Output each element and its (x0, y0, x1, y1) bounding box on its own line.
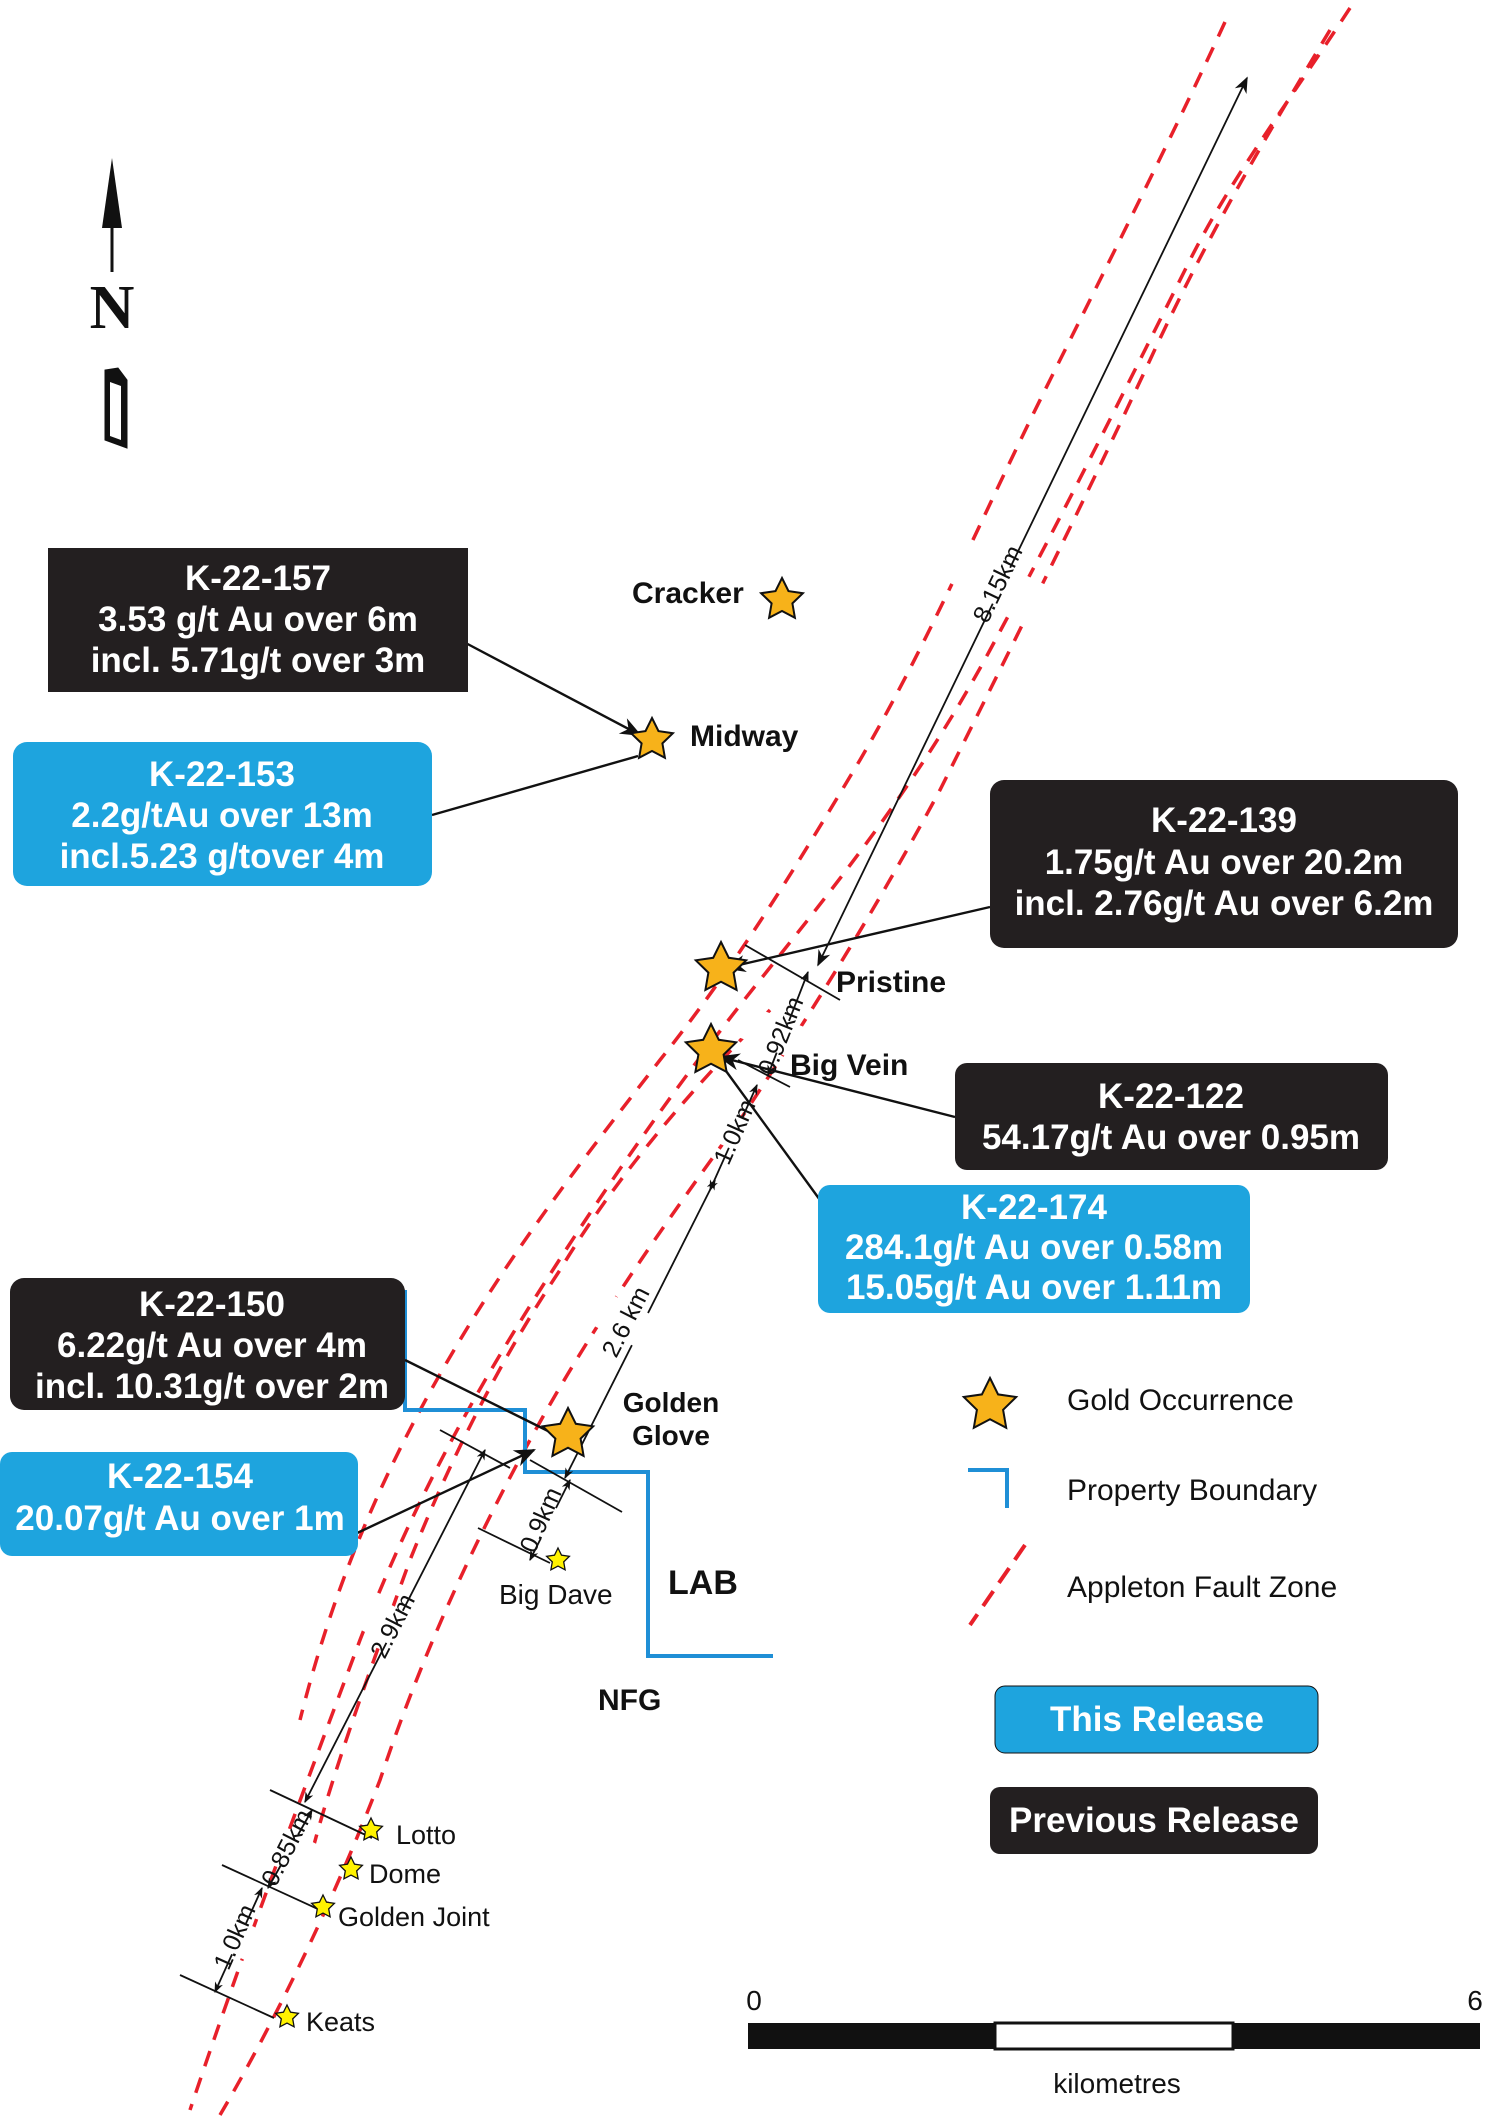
gold-occurrence-star-icon (758, 575, 806, 620)
leader-line (354, 1448, 536, 1536)
drill-hole-id: K-22-154 (107, 1457, 253, 1496)
occurrence-label: Cracker (632, 577, 744, 610)
occurrence-labels: Cracker Midway Pristine Big Vein Golden … (306, 577, 946, 2037)
occurrence-label: Golden Joint (338, 1902, 490, 1932)
drill-result-box-k22-122: K-22-122 54.17g/t Au over 0.95m (955, 1063, 1388, 1170)
drill-box-background (955, 1063, 1388, 1170)
small-star-icon (338, 1855, 364, 1880)
gold-occurrence-star-icon (628, 715, 676, 760)
legend-fault-icon (968, 1543, 1027, 1627)
gold-occurrence-star-icon (540, 1405, 596, 1458)
scale-bar-segment (993, 2021, 1235, 2051)
occurrence-label: Golden (623, 1387, 719, 1418)
drill-box-background (0, 1452, 358, 1556)
occurrence-label: Midway (690, 720, 799, 753)
scale-bar-unit: kilometres (1053, 2068, 1181, 2099)
small-star-icon (274, 2003, 300, 2028)
north-arrow-head (102, 158, 122, 228)
drill-hole-id: K-22-153 (149, 755, 295, 794)
legend-label: Property Boundary (1067, 1474, 1317, 1507)
drill-result-line: 284.1g/t Au over 0.58m (845, 1228, 1223, 1267)
legend-previous-release-swatch (990, 1787, 1318, 1854)
drill-hole-id: K-22-157 (185, 559, 331, 598)
occurrence-label: Pristine (836, 966, 946, 999)
legend-this-release-swatch (994, 1685, 1319, 1754)
occurrence-label: Dome (369, 1859, 441, 1889)
distance-arrow (817, 76, 1248, 967)
drill-result-line: 54.17g/t Au over 0.95m (982, 1118, 1360, 1157)
measurement-lines: 8.15km 0.92km 1.0km 2.6 km 0.9km 2.9km 0… (179, 76, 1248, 2019)
drill-box-background (10, 1278, 405, 1410)
drill-result-box-k22-157: K-22-157 3.53 g/t Au over 6m incl. 5.71g… (48, 548, 468, 692)
gold-occurrences (274, 575, 806, 2028)
drill-result-line: 15.05g/t Au over 1.11m (846, 1268, 1222, 1307)
property-boundary (403, 1290, 773, 1658)
north-label: N (90, 274, 135, 342)
drill-hole-id: K-22-150 (139, 1285, 285, 1324)
scale-bar: 0 6 kilometres (746, 1985, 1483, 2099)
scale-bar-max-label: 6 (1467, 1985, 1483, 2016)
legend-this-release-label: This Release (1050, 1700, 1264, 1739)
drill-result-box-k22-139: K-22-139 1.75g/t Au over 20.2m incl. 2.7… (990, 780, 1458, 948)
drill-result-line: 20.07g/t Au over 1m (15, 1499, 344, 1538)
occurrence-label: Lotto (396, 1820, 456, 1850)
legend-label: Gold Occurrence (1067, 1384, 1294, 1417)
north-arrow: N (90, 158, 135, 449)
small-star-icon (358, 1816, 384, 1841)
drill-hole-id: K-22-174 (961, 1188, 1107, 1227)
gold-occurrence-star-icon (683, 1021, 739, 1074)
leader-lines (354, 638, 991, 1536)
small-star-icon (545, 1546, 571, 1571)
region-label-nfg: NFG (598, 1684, 661, 1717)
legend-boundary-icon (968, 1468, 1009, 1508)
occurrence-label: Keats (306, 2007, 375, 2037)
boundary-line (403, 1290, 773, 1658)
drill-hole-id: K-22-139 (1151, 801, 1297, 840)
legend-label: Appleton Fault Zone (1067, 1571, 1337, 1604)
drill-result-line: 2.2g/tAu over 13m (71, 796, 373, 835)
legend-gold-star-icon (961, 1375, 1019, 1430)
occurrence-label: Glove (632, 1420, 710, 1451)
drill-result-line: incl. 5.71g/t over 3m (91, 641, 426, 680)
scale-bar-min-label: 0 (746, 1985, 762, 2016)
leader-line (717, 1059, 821, 1201)
drill-box-background (48, 548, 468, 692)
leader-line (723, 905, 991, 973)
drill-result-box-k22-154: K-22-154 20.07g/t Au over 1m (0, 1452, 358, 1556)
leader-line (404, 1358, 551, 1434)
scale-bar-segment (1233, 2023, 1480, 2049)
drill-result-line: 6.22g/t Au over 4m (57, 1326, 367, 1365)
drill-result-box-k22-174: K-22-174 284.1g/t Au over 0.58m 15.05g/t… (818, 1185, 1250, 1313)
small-star-icon (310, 1893, 336, 1918)
drill-result-line: incl.5.23 g/tover 4m (60, 837, 385, 876)
drill-hole-id: K-22-122 (1098, 1077, 1244, 1116)
legend-previous-release-label: Previous Release (1009, 1801, 1299, 1840)
drill-result-line: 3.53 g/t Au over 6m (98, 600, 418, 639)
drill-result-line: incl. 2.76g/t Au over 6.2m (1015, 884, 1434, 923)
drill-result-box-k22-153: K-22-153 2.2g/tAu over 13m incl.5.23 g/t… (13, 742, 432, 886)
occurrence-label: Big Dave (499, 1579, 613, 1610)
occurrence-label: Big Vein (790, 1049, 908, 1082)
drill-result-box-k22-150: K-22-150 6.22g/t Au over 4m incl. 10.31g… (10, 1278, 405, 1410)
leader-line (717, 1053, 956, 1119)
drill-box-background (13, 742, 432, 886)
gold-occurrence-star-icon (693, 939, 749, 992)
leader-line (431, 754, 639, 817)
drill-box-background (990, 780, 1458, 948)
drill-box-background (818, 1185, 1250, 1313)
drill-result-line: incl. 10.31g/t over 2m (35, 1367, 389, 1406)
legend: Gold Occurrence Property Boundary Applet… (961, 1375, 1337, 1854)
scale-bar-segment (748, 2023, 995, 2049)
drill-result-line: 1.75g/t Au over 20.2m (1045, 843, 1404, 882)
region-label-lab: LAB (668, 1564, 738, 1602)
leader-line (459, 638, 642, 737)
